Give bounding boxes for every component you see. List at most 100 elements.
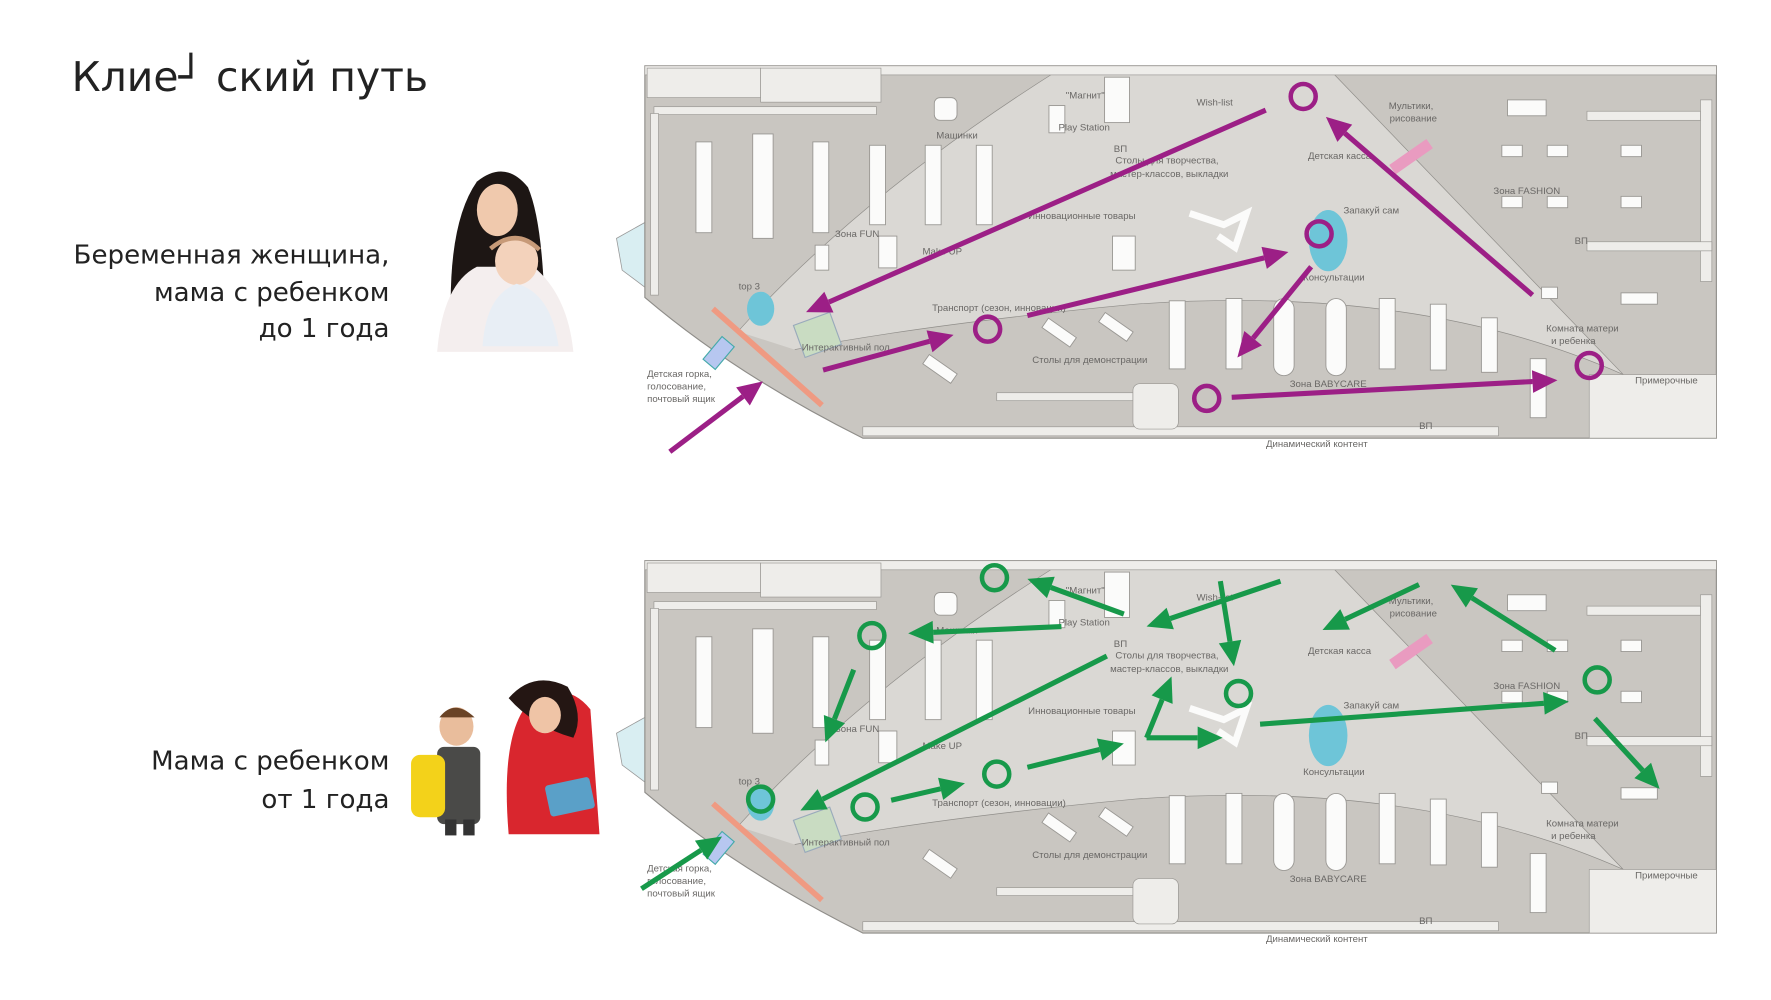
stop-point-marker (1223, 678, 1254, 709)
route-persona-1 (668, 81, 1605, 454)
entrance-line (711, 801, 824, 903)
mother-with-baby-photo (437, 171, 574, 352)
label-slide-2: голосование, (647, 381, 706, 392)
route-arrow-line (1251, 265, 1314, 340)
label-interactive-floor: Интерактивный пол (802, 838, 890, 849)
label-dynamic-content: Динамический контент (1266, 439, 1368, 450)
stop-point-marker (850, 792, 880, 822)
label-babycare: Зона BABYCARE (1290, 379, 1367, 390)
label-zone-fun: Зона FUN (835, 724, 879, 735)
route-arrow-line (933, 624, 1062, 635)
label-playstation: Play Station (1058, 123, 1109, 134)
label-slide-1: Детская горка, (647, 864, 712, 875)
label-fashion: Зона FASHION (1493, 186, 1560, 197)
main-aisle (737, 68, 1624, 375)
label-multiki-2: рисование (1390, 113, 1437, 124)
route-arrow-line (832, 668, 857, 721)
label-demo-tables: Столы для демонстрации (1032, 355, 1147, 366)
interactive-floor (792, 311, 843, 359)
persona-2-label: Мама с ребенком от 1 года (151, 747, 389, 816)
label-transport: Транспорт (сезон, инновации) (932, 798, 1066, 809)
arrowhead-icon (1543, 691, 1569, 715)
kids-slide (702, 335, 736, 371)
stop-point-marker (1191, 383, 1222, 414)
arrowhead-icon (1634, 762, 1660, 789)
label-makeup: Make UP (922, 741, 962, 752)
arrowhead-icon (736, 381, 763, 406)
label-innovation: Инновационные товары (1028, 706, 1135, 717)
route-arrow-line (822, 338, 931, 373)
persona-1-line-2: мама с ребенком (154, 278, 390, 308)
arrowhead-icon (926, 330, 954, 353)
arrowhead-icon (1027, 576, 1055, 599)
label-vp-3: ВП (1419, 916, 1432, 927)
page-title: Клие┘ ский путь (72, 52, 428, 101)
label-fitting-rooms: Примерочные (1635, 871, 1698, 882)
label-dynamic-content: Динамический контент (1266, 934, 1368, 945)
label-innovation: Инновационные товары (1028, 211, 1135, 222)
route-arrow-line (827, 107, 1267, 305)
route-arrow-line (1026, 746, 1101, 770)
arrowhead-icon (1325, 116, 1353, 142)
label-mashinki: Машинки (936, 130, 977, 141)
arrowhead-icon (1237, 331, 1262, 358)
label-wishlist: Wish-list (1196, 592, 1233, 603)
stop-point-marker (979, 562, 1010, 593)
arrowhead-icon (800, 789, 828, 811)
arrowhead-icon (938, 777, 965, 800)
route-arrow-line (890, 786, 942, 803)
persona-1-line-1: Беременная женщина, (74, 240, 390, 270)
label-tables-1: Столы для творчества, (1115, 155, 1218, 166)
persona-1-line-3: до 1 года (259, 314, 390, 344)
label-tables-2: мастер-классов, выкладки (1110, 664, 1228, 675)
label-multiki-1: Мультики, (1389, 101, 1434, 112)
entrance-vestibule (616, 716, 646, 783)
label-zone-fun: Зона FUN (835, 229, 879, 240)
stop-point-marker (972, 314, 1003, 344)
label-magnit: "Магнит" (1066, 91, 1106, 102)
label-vp-3: ВП (1419, 421, 1432, 432)
stop-point-marker (745, 784, 776, 814)
route-arrow-line (1593, 716, 1645, 773)
label-zapakuy: Запакуй сам (1343, 205, 1399, 216)
interactive-floor (792, 806, 843, 854)
store-floor-plan: "Магнит" Машинки Play Station Wish-list … (616, 560, 1717, 945)
persona-2-line-2: от 1 года (261, 785, 389, 815)
stop-point-marker (981, 759, 1012, 789)
label-slide-3: почтовый ящик (647, 889, 716, 900)
label-kassa: Детская касса (1308, 646, 1372, 657)
label-tables-2: мастер-классов, выкладки (1110, 169, 1228, 180)
arrowhead-icon (1096, 738, 1124, 761)
label-interactive-floor: Интерактивный пол (802, 343, 890, 354)
arrowhead-icon (1322, 609, 1350, 630)
arrowhead-icon (823, 714, 845, 743)
label-vp-1: ВП (1114, 144, 1127, 155)
route-arrow-line (1049, 585, 1125, 617)
label-vp-2: ВП (1575, 731, 1588, 742)
stop-point-marker (1582, 665, 1612, 695)
label-tables-1: Столы для творчества, (1115, 650, 1218, 661)
label-mother-room-1: Комната матери (1546, 818, 1619, 829)
label-kassa: Детская касса (1308, 151, 1372, 162)
label-consultations: Консультации (1303, 272, 1365, 283)
label-playstation: Play Station (1058, 617, 1109, 628)
label-multiki-1: Мультики, (1389, 596, 1434, 607)
label-wishlist: Wish-list (1196, 98, 1233, 109)
route-arrow-line (1144, 698, 1165, 739)
label-slide-3: почтовый ящик (647, 394, 716, 405)
label-mother-room-2: и ребенка (1551, 336, 1596, 347)
mother-with-child-photo (411, 680, 600, 836)
route-arrow-line (1026, 255, 1265, 319)
label-fashion: Зона FASHION (1493, 681, 1560, 692)
arrowhead-icon (1151, 676, 1173, 704)
label-mother-room-1: Комната матери (1546, 323, 1619, 334)
arrowhead-icon (694, 836, 723, 860)
main-aisle (737, 562, 1624, 870)
label-vp-1: ВП (1114, 639, 1127, 650)
route-arrow-line (1217, 580, 1233, 643)
route-arrow-line (640, 847, 703, 891)
label-slide-1: Детская горка, (647, 369, 712, 380)
label-transport: Транспорт (сезон, инновации) (932, 303, 1066, 314)
route-arrow-line (1343, 131, 1535, 298)
